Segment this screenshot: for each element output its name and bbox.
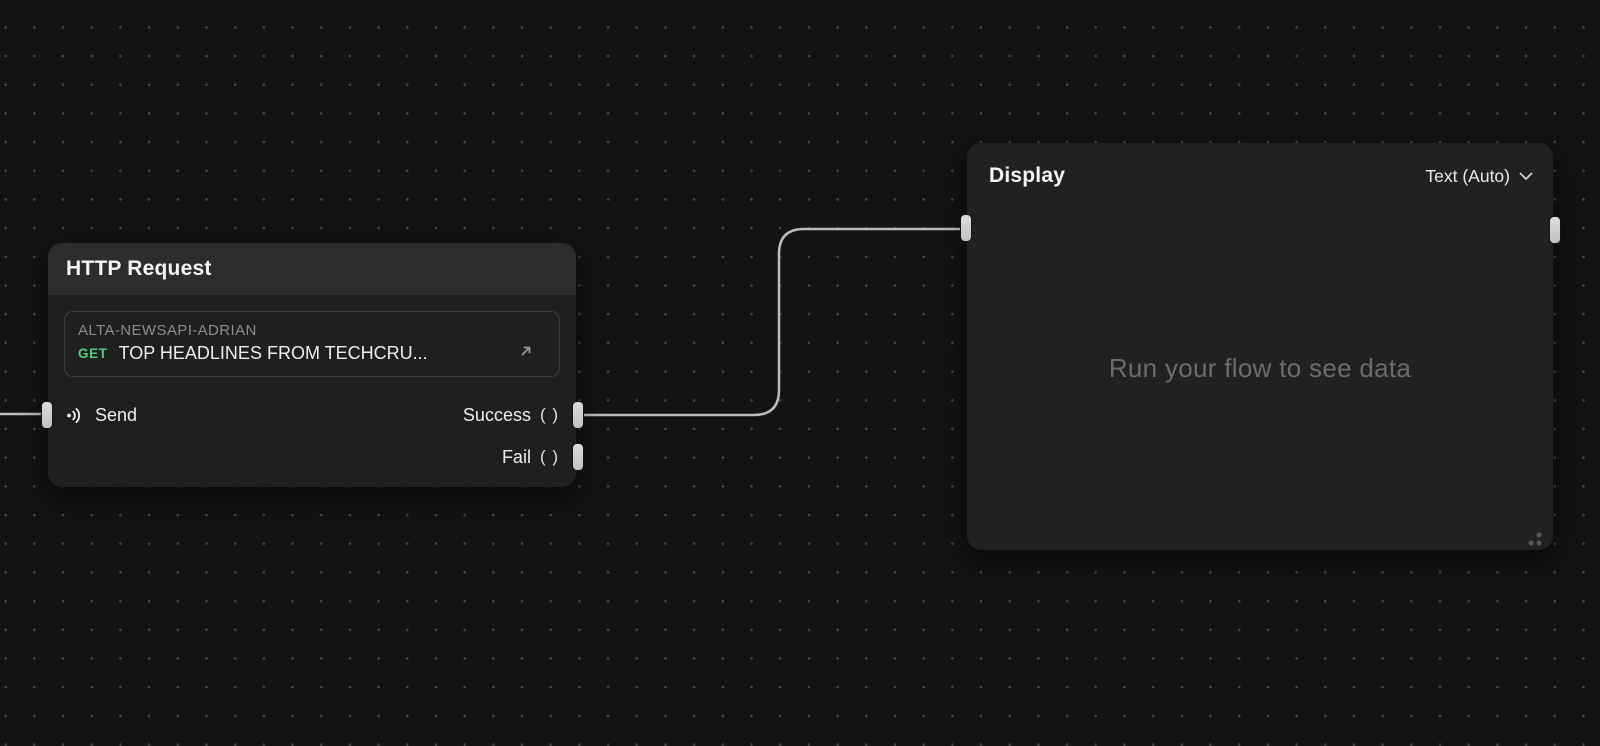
send-input-row: Send	[65, 401, 137, 429]
node-title: HTTP Request	[66, 257, 212, 280]
wire-success-to-display[interactable]	[580, 227, 966, 417]
fail-label: Fail	[501, 446, 531, 467]
node-title: Display	[989, 164, 1066, 187]
fail-port-handle[interactable]	[572, 443, 584, 471]
chevron-down-icon	[1519, 172, 1533, 181]
external-link-icon[interactable]	[518, 343, 534, 364]
success-params: ( )	[539, 405, 559, 424]
display-mode-label: Text (Auto)	[1425, 165, 1510, 186]
http-request-node[interactable]: HTTP Request ALTA-NEWSAPI-ADRIAN GET TOP…	[41, 243, 584, 487]
fail-output-row: Fail ( )	[502, 443, 559, 471]
display-node-header[interactable]: Display Text (Auto)	[967, 143, 1553, 195]
success-label: Success	[462, 404, 531, 425]
http-method-badge: GET	[78, 346, 108, 361]
http-request-node-header[interactable]: HTTP Request	[48, 243, 576, 295]
request-config-box[interactable]: ALTA-NEWSAPI-ADRIAN GET TOP HEADLINES FR…	[64, 311, 560, 377]
signal-icon	[65, 406, 84, 425]
display-output-area: Run your flow to see data	[967, 195, 1553, 542]
display-placeholder: Run your flow to see data	[1108, 353, 1412, 383]
success-port-handle[interactable]	[572, 401, 584, 429]
send-label: Send	[95, 404, 138, 425]
request-name: ALTA-NEWSAPI-ADRIAN	[78, 322, 257, 339]
request-summary: TOP HEADLINES FROM TECHCRU...	[118, 343, 428, 363]
resize-grip-icon[interactable]	[1524, 527, 1546, 549]
display-output-port-handle[interactable]	[1549, 216, 1561, 244]
display-node[interactable]: Display Text (Auto) Run your flow to see…	[960, 143, 1561, 550]
send-port-handle[interactable]	[41, 401, 53, 429]
display-input-port-handle[interactable]	[960, 214, 972, 242]
success-output-row: Success ( )	[463, 401, 559, 429]
fail-params: ( )	[539, 447, 559, 466]
display-mode-selector[interactable]: Text (Auto)	[1425, 166, 1533, 187]
